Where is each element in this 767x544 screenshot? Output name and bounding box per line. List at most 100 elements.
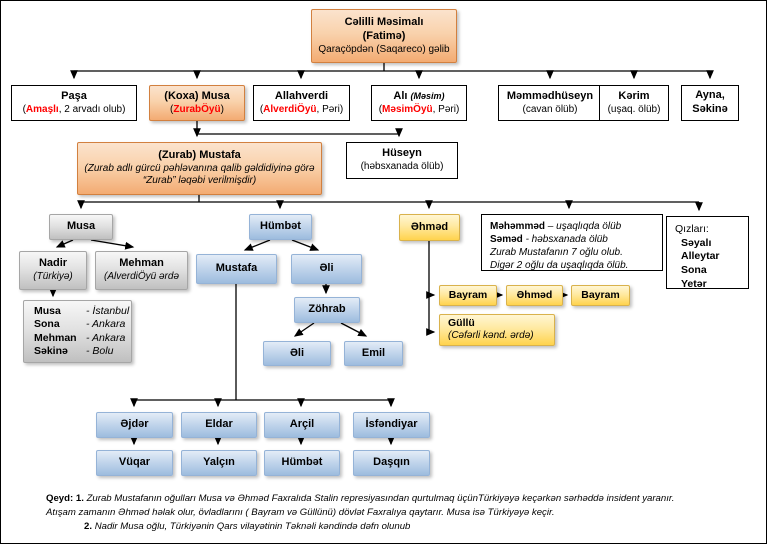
- node-vuqar-name: Vüqar: [118, 456, 151, 469]
- node-mammadhuseyn-name: Məmmədhüseyn: [506, 89, 594, 102]
- red-text: MəsimÖyü: [382, 103, 433, 115]
- info-line2: Səməd - həbsxanada ölüb: [490, 233, 608, 246]
- node-koxa-musa-sub: (ZurabÖyü): [170, 104, 224, 117]
- footnote-number2: 2.: [84, 520, 93, 532]
- node-gullu: Güllü (Cəfərli kənd. ərdə): [439, 314, 555, 346]
- node-ahmad: Əhməd: [399, 214, 460, 241]
- node-karim-sub: (uşaq. ölüb): [607, 103, 661, 115]
- person-name: Mehman: [34, 331, 77, 344]
- footnote: Qeyd: 1. Zurab Mustafanın oğulları Musa …: [46, 492, 758, 534]
- node-emil-name: Emil: [361, 346, 386, 359]
- footnote-label: Qeyd:: [46, 493, 74, 504]
- node-nadir: Nadir (Türkiyə): [19, 251, 87, 290]
- daughter-item: Yetər: [681, 277, 707, 290]
- info-name1: Məhəmməd: [490, 221, 546, 232]
- info-line4: Digər 2 oğlu da uşaqlıqda ölüb.: [490, 260, 629, 271]
- node-arcil-name: Arçil: [289, 418, 315, 431]
- node-zurab-mustafa: (Zurab) Mustafa (Zurab adlı gürcü pəhləv…: [77, 142, 322, 195]
- paren: , Pəri): [316, 103, 344, 115]
- node-ajdar: Əjdər: [96, 412, 173, 438]
- node-allahverdi-sub: (AlverdiÖyü, Pəri): [260, 104, 343, 117]
- node-ayna-name: Ayna,: [695, 89, 725, 102]
- node-ayna-sakina: Ayna, Səkinə: [681, 85, 739, 121]
- node-ali-name: Alı (Məsim): [393, 90, 444, 104]
- node-pasha-sub: (Amaşlı, 2 arvadı olub): [23, 104, 126, 117]
- paren: , Pəri): [432, 103, 460, 115]
- name: Alı: [393, 89, 408, 102]
- node-root-name: Cəlilli Məsimalı: [344, 16, 424, 28]
- node-bayram1: Bayram: [439, 285, 497, 306]
- node-dasqin: Daşqın: [353, 450, 430, 476]
- node-zohrab-name: Zöhrab: [308, 303, 346, 316]
- node-humbat2-name: Hümbət: [281, 456, 323, 469]
- place: - Bolu: [86, 344, 114, 357]
- node-musa2: Musa: [49, 214, 113, 240]
- footnote-line1: Qeyd: 1. Zurab Mustafanın oğulları Musa …: [46, 492, 758, 506]
- red-text: ZurabÖyü: [173, 103, 221, 115]
- node-ali3-name: Əli: [289, 346, 305, 359]
- node-ajdar-name: Əjdər: [120, 418, 149, 431]
- node-mehman: Mehman (AlverdiÖyü ərdə: [95, 251, 188, 290]
- daughter-item: Səyalı: [681, 236, 712, 249]
- node-ali2: Əli: [291, 254, 362, 284]
- node-eldar-name: Eldar: [205, 418, 233, 431]
- daughter-item: Alleytar: [681, 250, 720, 263]
- node-huseyn-sub: (həbsxanada ölüb): [360, 161, 444, 173]
- node-huseyn-name: Hüseyn: [382, 147, 422, 160]
- node-arcil: Arçil: [264, 412, 340, 438]
- daughters-box: Qızları: Səyalı Alleytar Sona Yetər: [666, 216, 749, 290]
- node-root: Cəlilli Məsimalı (Fatimə) Qaraçöpdən (Sa…: [311, 9, 457, 63]
- node-allahverdi-name: Allahverdi: [274, 89, 329, 102]
- paren: (: [259, 103, 264, 115]
- footnote-line2: Atışam zamanın Əhməd həlak olur, övladla…: [46, 506, 758, 520]
- info-box: Məhəmməd – uşaqlıqda ölüb Səməd - həbsxa…: [481, 214, 663, 271]
- node-humbat2: Hümbət: [264, 450, 340, 476]
- person-name: Sona: [34, 318, 60, 331]
- node-koxa-musa-name: (Koxa) Musa: [164, 89, 230, 102]
- node-mammadhuseyn-sub: (cavan ölüb): [522, 103, 578, 115]
- node-pasha-name: Paşa: [61, 89, 87, 102]
- node-ali2-name: Əli: [319, 262, 334, 275]
- node-isfandiyar-name: İsfəndiyar: [365, 418, 418, 431]
- node-humbat-name: Hümbət: [260, 220, 301, 233]
- red-text: AlverdiÖyü: [263, 103, 317, 115]
- node-pasha: Paşa (Amaşlı, 2 arvadı olub): [11, 85, 137, 121]
- node-nadir-name: Nadir: [38, 257, 68, 270]
- node-yalcin: Yalçın: [181, 450, 257, 476]
- footnote-text2: Atışam zamanın Əhməd həlak olur, övladla…: [46, 506, 555, 518]
- node-eldar: Eldar: [181, 412, 257, 438]
- node-humbat: Hümbət: [249, 214, 312, 240]
- daughter-item: Sona: [681, 263, 707, 276]
- node-yalcin-name: Yalçın: [203, 456, 235, 469]
- node-zurab-mustafa-sub: (Zurab adlı gürcü pəhləvanına qalib gəld…: [84, 162, 315, 187]
- info-line1: Məhəmməd – uşaqlıqda ölüb: [490, 220, 621, 233]
- residence-row: Mehman- Ankara: [34, 332, 125, 345]
- node-mammadhuseyn: Məmmədhüseyn (cavan ölüb): [498, 85, 602, 121]
- residence-row: Musa- İstanbul: [34, 305, 129, 318]
- node-ali: Alı (Məsim) (MəsimÖyü, Pəri): [371, 85, 467, 121]
- node-nadir-sub: (Türkiyə): [33, 271, 73, 283]
- residence-row: Sona- Ankara: [34, 318, 125, 331]
- paren: (: [378, 103, 383, 115]
- node-karim-name: Kərim: [618, 89, 650, 102]
- node-gullu-name: Güllü: [448, 317, 475, 330]
- paren: ): [220, 103, 224, 115]
- node-dasqin-name: Daşqın: [373, 456, 410, 469]
- node-ali3: Əli: [263, 341, 331, 366]
- footnote-text1: Zurab Mustafanın oğulları Musa və Əhməd …: [86, 493, 675, 504]
- node-bayram2: Bayram: [571, 285, 630, 306]
- footnote-text3: Nadir Musa oğlu, Türkiyənin Qars vilayət…: [94, 520, 411, 532]
- name-italic: (Məsim): [410, 90, 445, 101]
- node-allahverdi: Allahverdi (AlverdiÖyü, Pəri): [253, 85, 350, 121]
- node-mustafa2: Mustafa: [196, 254, 277, 284]
- node-karim: Kərim (uşaq. ölüb): [599, 85, 669, 121]
- node-ahmad2-name: Əhməd: [516, 288, 553, 301]
- node-bayram1-name: Bayram: [448, 288, 488, 301]
- node-bayram2-name: Bayram: [581, 288, 620, 301]
- node-mehman-name: Mehman: [119, 257, 164, 270]
- info-rest1: – uşaqlıqda ölüb: [545, 221, 622, 232]
- info-rest2: - həbsxanada ölüb: [522, 234, 608, 245]
- node-root-name2: (Fatimə): [362, 29, 406, 42]
